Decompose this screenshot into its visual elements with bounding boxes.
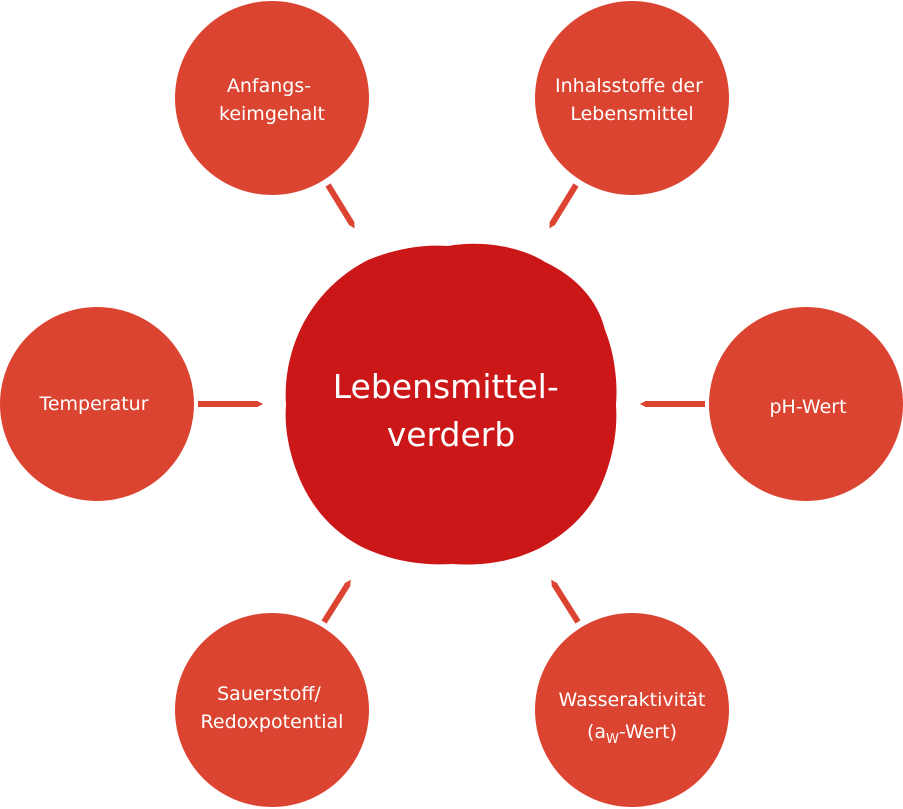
factor-label-line-2: (aW-Wert)	[587, 721, 677, 747]
factor-label: pH-Wert	[769, 396, 846, 418]
factor-label: Anfangs- keimgehalt	[219, 75, 325, 125]
arrow-water-activity	[551, 579, 581, 624]
factor-circle	[535, 1, 729, 195]
factor-label-line-2: keimgehalt	[219, 103, 325, 125]
factor-label-line-1: Wasseraktivität	[559, 689, 706, 711]
factor-label-line-1: Temperatur	[38, 393, 148, 415]
factor-initial-germ-count: Anfangs- keimgehalt	[175, 1, 369, 195]
factor-label-line-1: Inhalsstoffe der	[555, 75, 703, 97]
factor-circle	[535, 613, 729, 807]
factor-label-line-2: Lebensmittel	[570, 103, 693, 125]
center-blob	[285, 243, 617, 565]
factor-ingredients: Inhalsstoffe der Lebensmittel	[535, 1, 729, 195]
factor-water-activity: Wasseraktivität (aW-Wert)	[535, 613, 729, 807]
factor-oxygen-redox: Sauerstoff/ Redoxpotential	[175, 613, 369, 807]
arrow-oxygen-redox	[321, 579, 351, 624]
arrows	[198, 183, 705, 624]
factor-circle	[709, 307, 903, 501]
center-label-line-1: Lebensmittel-	[333, 367, 559, 406]
factor-label-line-1: pH-Wert	[769, 396, 846, 418]
center-label-line-2: verderb	[387, 415, 516, 454]
factor-temperature: Temperatur	[0, 307, 194, 501]
factor-label-line-1: Sauerstoff/	[217, 683, 321, 705]
factor-label: Inhalsstoffe der Lebensmittel	[555, 75, 709, 125]
factor-label-line-1: Anfangs-	[227, 75, 311, 97]
factor-circle	[0, 307, 194, 501]
aw-open: (a	[587, 721, 606, 743]
center-node: Lebensmittel- verderb	[285, 243, 617, 565]
arrow-initial-germ-count	[325, 183, 355, 229]
factor-label: Sauerstoff/ Redoxpotential	[201, 683, 344, 733]
center-label: Lebensmittel- verderb	[333, 367, 570, 454]
factor-label-line-2: Redoxpotential	[201, 711, 344, 733]
factor-circle	[175, 613, 369, 807]
arrow-ingredients	[549, 183, 579, 229]
factor-label: Temperatur	[38, 393, 148, 415]
aw-subscript: W	[606, 732, 619, 747]
aw-close: -Wert)	[619, 721, 677, 743]
factor-circle	[175, 1, 369, 195]
factor-ph-value: pH-Wert	[709, 307, 903, 501]
factor-label: Wasseraktivität	[559, 689, 706, 711]
